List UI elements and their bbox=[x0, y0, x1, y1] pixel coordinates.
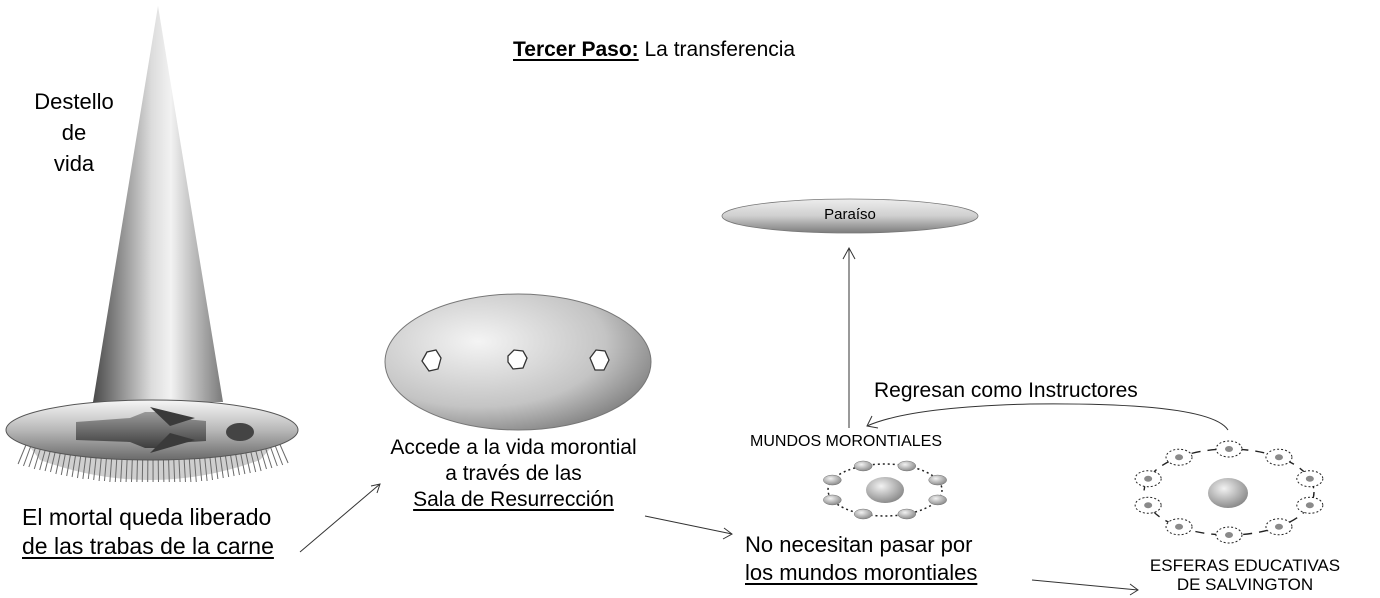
mortal-line-1: El mortal queda liberado bbox=[22, 504, 272, 530]
title-bold: Tercer Paso: bbox=[513, 38, 639, 61]
schools-caption: ESFERAS EDUCATIVAS DE SALVINGTON bbox=[1120, 556, 1370, 594]
spark-label: Destello de vida bbox=[14, 86, 134, 179]
schools-line-1: ESFERAS EDUCATIVAS bbox=[1149, 556, 1341, 575]
schools-line-2: DE SALVINGTON bbox=[1176, 575, 1314, 594]
page-title: Tercer Paso: La transferencia bbox=[513, 38, 795, 62]
spark-line-3: vida bbox=[53, 151, 95, 176]
salvington-spheres-icon bbox=[1134, 440, 1324, 544]
no-need-line-1: No necesitan pasar por bbox=[745, 532, 973, 557]
morontia-worlds-icon bbox=[823, 460, 947, 520]
access-line-1: Accede a la vida morontial bbox=[390, 436, 637, 459]
access-caption: Accede a la vida morontial a través de l… bbox=[351, 435, 676, 513]
paradise-ellipse bbox=[721, 198, 979, 234]
no-need-caption: No necesitan pasar por los mundos moront… bbox=[745, 531, 977, 587]
mortal-figure-icon bbox=[76, 407, 254, 453]
spark-line-1: Destello bbox=[34, 89, 114, 114]
morontia-label: MUNDOS MORONTIALES bbox=[750, 433, 943, 450]
no-need-line-2: los mundos morontiales bbox=[745, 560, 978, 585]
access-line-3: Sala de Resurrección bbox=[413, 488, 614, 511]
resurrection-hall-icon bbox=[384, 293, 652, 431]
light-cone-shape bbox=[93, 6, 223, 402]
return-label: Regresan como Instructores bbox=[874, 379, 1138, 402]
title-rest: La transferencia bbox=[638, 38, 796, 61]
mortal-caption: El mortal queda liberado de las trabas d… bbox=[22, 503, 274, 561]
paradise-label: Paraíso bbox=[824, 206, 876, 223]
spark-line-2: de bbox=[61, 120, 87, 145]
access-line-2: a través de las bbox=[445, 462, 582, 485]
arrows bbox=[299, 246, 1229, 596]
mortal-line-2: de las trabas de la carne bbox=[22, 533, 274, 559]
